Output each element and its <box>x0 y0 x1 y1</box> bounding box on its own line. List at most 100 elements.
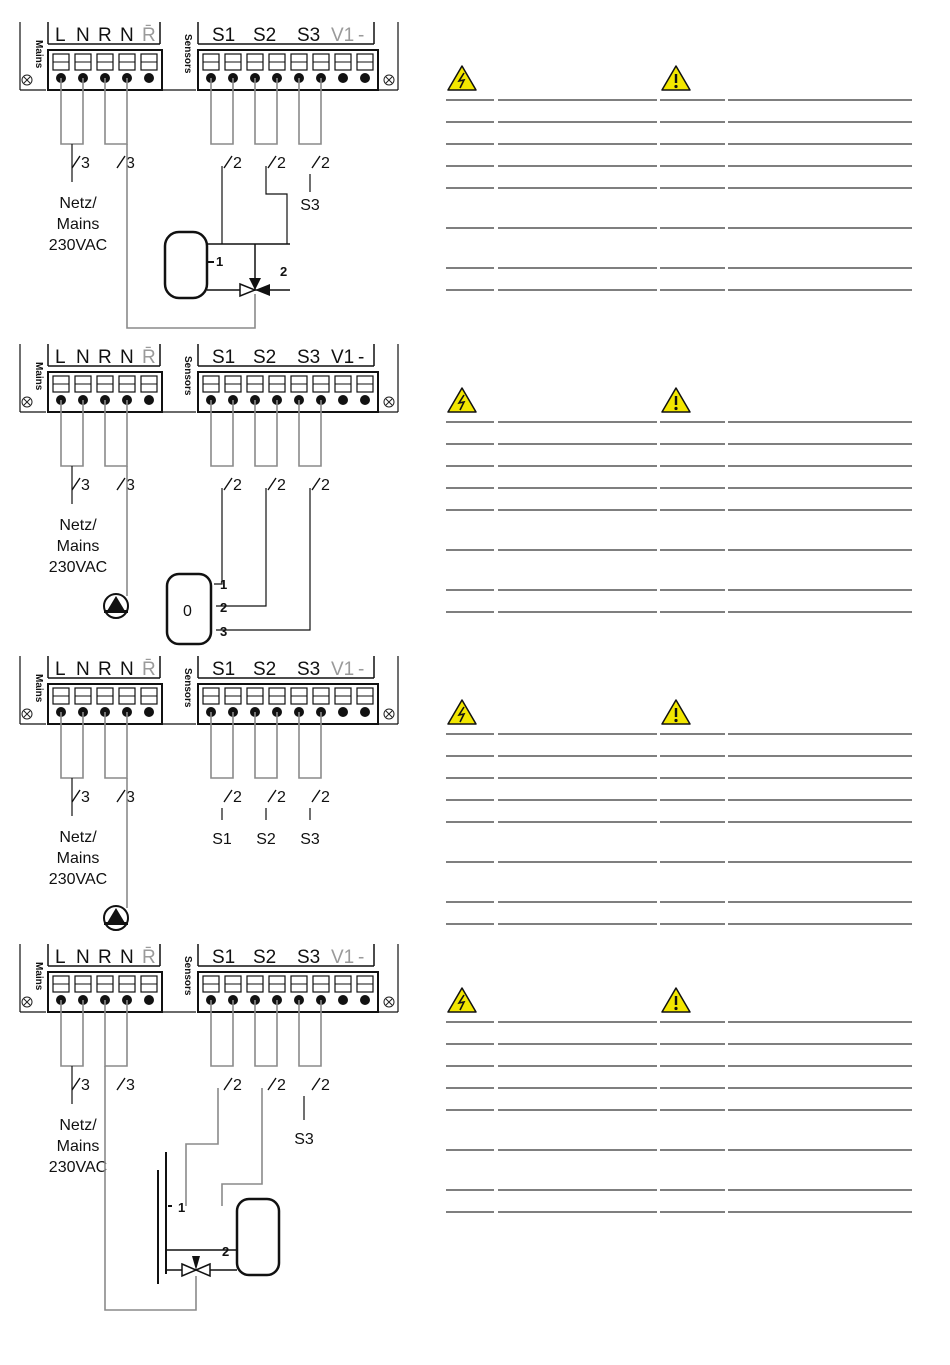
mains-caption: Netz/ <box>59 1117 97 1134</box>
terminal-screw-slot <box>140 375 158 405</box>
terminal-contact <box>338 995 348 1005</box>
valve-wire <box>104 1066 197 1311</box>
sensors-side-label: Sensors <box>182 956 193 996</box>
exclamation-warning-icon <box>661 987 691 1013</box>
sensor-wire-pair <box>298 1000 322 1067</box>
wire-count-label: 3 <box>81 477 90 494</box>
mains-terminal-label: N <box>120 659 134 680</box>
mains-caption: Netz/ <box>59 195 97 212</box>
sensor-wire-pair <box>254 712 278 779</box>
terminal-screw-slot <box>96 375 114 405</box>
terminal-screw-slot <box>224 975 242 1005</box>
sensor-terminal-label: - <box>358 25 364 46</box>
storage-tank <box>165 572 213 646</box>
wire-count-label: 2 <box>233 1077 242 1094</box>
wire-count-label: 3 <box>126 1077 135 1094</box>
wire-count-tick <box>311 477 321 491</box>
terminal-screw-slot <box>202 975 220 1005</box>
sensor-wire-pair <box>254 78 278 145</box>
terminal-screw-slot <box>246 53 264 83</box>
sensor-terminal-label: - <box>358 347 364 368</box>
mains-terminal-label: R̄ <box>142 659 156 680</box>
wire-count-label: 2 <box>321 789 330 806</box>
sensor-port-label: 1 <box>216 254 223 269</box>
storage-tank <box>163 230 209 300</box>
wire-count-tick <box>311 155 321 169</box>
mains-terminal-label: L <box>55 947 66 968</box>
terminal-screw-slot <box>334 53 352 83</box>
mains-terminal-label: N <box>76 25 90 46</box>
terminal-block <box>197 971 379 1013</box>
exclamation-warning-icon <box>661 65 691 91</box>
screw-icon <box>21 74 33 86</box>
spec-table <box>446 65 912 291</box>
mains-side-label: Mains <box>33 362 44 391</box>
terminal-screw-slot <box>224 53 242 83</box>
terminal-screw-slot <box>268 975 286 1005</box>
wire-count-label: 3 <box>126 477 135 494</box>
sensor-caption: S1 <box>212 831 232 848</box>
sensor-terminal-label: V1 <box>331 25 354 46</box>
mains-terminal-label: R̄ <box>142 25 156 46</box>
terminal-screw-slot <box>140 53 158 83</box>
exclamation-warning-icon <box>661 699 691 725</box>
wire-count-tick <box>116 789 126 803</box>
mains-side-label: Mains <box>33 40 44 69</box>
sensor-port-label: 2 <box>220 600 227 615</box>
terminal-contact <box>144 995 154 1005</box>
sensor-wire-pair <box>210 712 234 779</box>
sensor-lead <box>265 166 288 244</box>
spec-table <box>446 387 912 613</box>
mains-terminal-label: R̄ <box>142 947 156 968</box>
storage-tank <box>235 1197 281 1277</box>
screw-icon <box>383 996 395 1008</box>
high-voltage-warning-icon <box>447 699 477 725</box>
mains-terminal-label: L <box>55 659 66 680</box>
mains-terminal-label: R <box>98 947 112 968</box>
terminal-contact <box>338 707 348 717</box>
sensor-terminal-label: V1 <box>331 347 354 368</box>
mains-caption: Netz/ <box>59 517 97 534</box>
wire-count-label: 3 <box>81 1077 90 1094</box>
sensors-side-label: Sensors <box>182 356 193 396</box>
wire-count-label: 3 <box>81 789 90 806</box>
wire-count-tick <box>223 789 233 803</box>
sensor-terminal-label: S3 <box>297 947 320 968</box>
sensor-terminal-label: V1 <box>331 947 354 968</box>
mains-wire-pair <box>104 78 128 145</box>
wire-count-label: 2 <box>321 1077 330 1094</box>
sensor-wire-pair <box>210 1000 234 1067</box>
sensor-terminal-label: S3 <box>297 347 320 368</box>
terminal-screw-slot <box>224 687 242 717</box>
mains-caption: 230VAC <box>49 871 107 888</box>
sensor-caption: S2 <box>256 831 276 848</box>
wire-count-tick <box>116 155 126 169</box>
sensor-caption: S3 <box>294 1131 314 1148</box>
terminal-contact <box>338 73 348 83</box>
terminal-screw-slot <box>202 53 220 83</box>
terminal-screw-slot <box>74 375 92 405</box>
terminal-contact <box>144 395 154 405</box>
terminal-screw-slot <box>356 375 374 405</box>
wire-count-tick <box>223 155 233 169</box>
sensors-side-label: Sensors <box>182 34 193 74</box>
sensor-terminal-label: S1 <box>212 947 235 968</box>
sensor-lead <box>221 1088 263 1206</box>
wire-count-tick <box>311 789 321 803</box>
sensor-caption: S3 <box>300 197 320 214</box>
sensor-caption: S3 <box>300 831 320 848</box>
mains-terminal-label: R <box>98 347 112 368</box>
three-way-valve-icon <box>181 1256 211 1278</box>
terminal-contact <box>338 395 348 405</box>
terminal-screw-slot <box>52 975 70 1005</box>
mains-terminal-label: N <box>120 25 134 46</box>
terminal-screw-slot <box>140 975 158 1005</box>
terminal-screw-slot <box>356 53 374 83</box>
sensor-port-label: 1 <box>220 577 227 592</box>
screw-icon <box>21 996 33 1008</box>
screw-icon <box>383 708 395 720</box>
